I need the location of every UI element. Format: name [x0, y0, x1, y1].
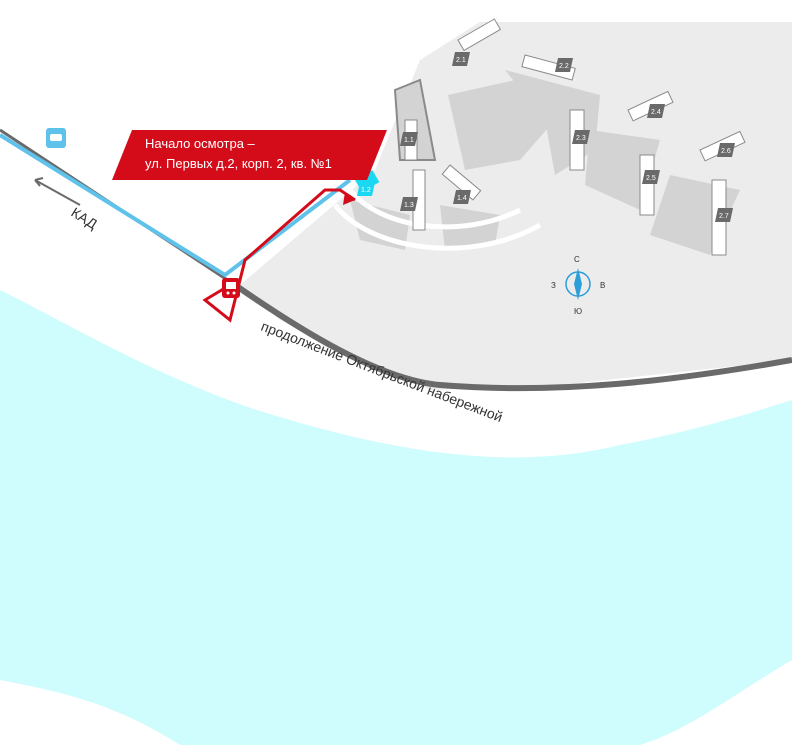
- river: [0, 290, 792, 745]
- callout-line2: ул. Первых д.2, корп. 2, кв. №1: [145, 156, 332, 171]
- compass: [565, 268, 591, 300]
- compass-north: С: [574, 255, 580, 264]
- kad-label: КАД: [68, 204, 100, 232]
- block-2-1-area: [448, 80, 555, 170]
- callout-text: Начало осмотра – ул. Первых д.2, корп. 2…: [145, 134, 332, 174]
- callout-line1: Начало осмотра –: [145, 136, 255, 151]
- red-route: [202, 188, 356, 323]
- building-label-2-4: 2.4: [651, 109, 661, 116]
- arrow-left-icon: [34, 177, 81, 206]
- building-label-1-2: 1.2: [361, 187, 371, 194]
- building-label-2-5: 2.5: [646, 175, 656, 182]
- building-label-2-3: 2.3: [576, 135, 586, 142]
- compass-west: З: [551, 281, 556, 290]
- building-label-2-2: 2.2: [559, 63, 569, 70]
- compass-east: В: [600, 281, 605, 290]
- building-label-1-4: 1.4: [457, 195, 467, 202]
- blue-route: [0, 133, 352, 278]
- callout-shape: [112, 130, 387, 180]
- building-label-2-1: 2.1: [456, 57, 466, 64]
- start-callout: Начало осмотра – ул. Первых д.2, корп. 2…: [112, 130, 392, 180]
- building-label-2-6: 2.6: [721, 148, 731, 155]
- building-label-2-7: 2.7: [719, 213, 729, 220]
- route-arrowhead: [343, 192, 355, 205]
- embankment-road: [233, 282, 792, 392]
- compass-south: Ю: [574, 307, 582, 316]
- building-label-1-3: 1.3: [404, 202, 414, 209]
- bus-stop-icon[interactable]: [222, 278, 240, 298]
- building-label-1-1: 1.1: [404, 137, 414, 144]
- block-1-3-area: [350, 200, 410, 250]
- car-icon[interactable]: [46, 128, 66, 148]
